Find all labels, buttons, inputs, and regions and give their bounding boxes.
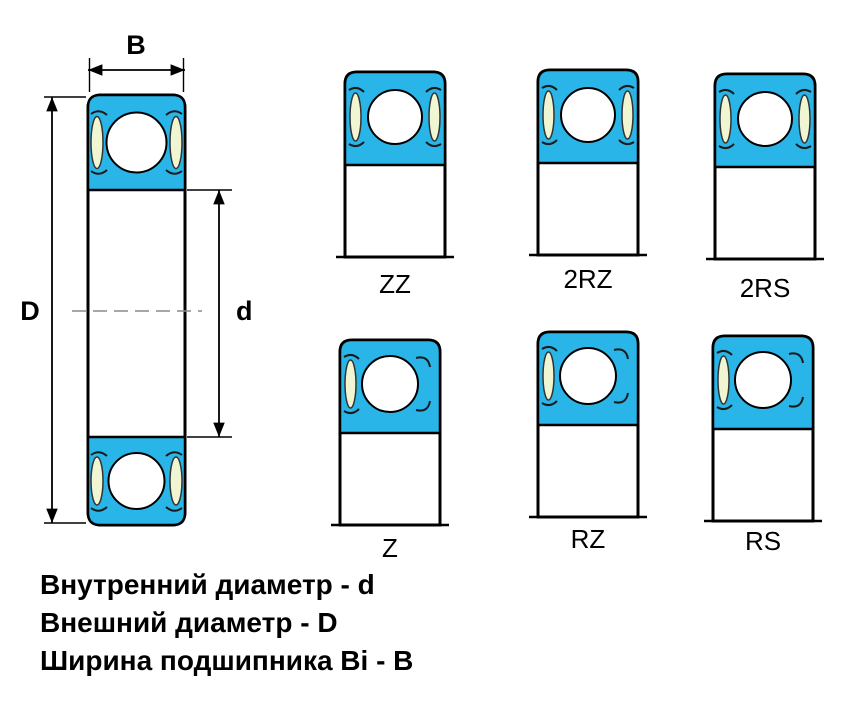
- variant-label-2rs: 2RS: [740, 273, 791, 303]
- dimension-outer-diameter-d: D: [20, 96, 86, 524]
- seal-lip: [90, 169, 108, 175]
- seal-lip: [165, 110, 183, 116]
- seal-lip: [165, 451, 183, 457]
- variant-label-2rz: 2RZ: [563, 264, 612, 294]
- legend-line-inner-diameter: Внутренний диаметр - d: [40, 569, 375, 600]
- dim-label-outer-d: D: [20, 296, 40, 326]
- bearing-figure-rs: RS: [702, 334, 824, 556]
- main-bearing-cross-section: [72, 93, 202, 527]
- bearing-figure-rz: RZ: [527, 330, 649, 554]
- seal-bottom-right: [169, 456, 183, 506]
- seal-lip: [165, 506, 183, 512]
- bearing-ball-bottom: [107, 452, 166, 510]
- dimension-width-b: B: [88, 30, 185, 92]
- seal-lip: [90, 451, 108, 457]
- legend-line-width: Ширина подшипника Bi - B: [40, 645, 413, 676]
- bearing-figure-2rs: 2RS: [704, 72, 826, 303]
- seal-lip: [90, 506, 108, 512]
- bearing-figure-z: Z: [329, 338, 451, 563]
- seal-top-right: [169, 115, 183, 170]
- legend: Внутренний диаметр - d Внешний диаметр -…: [40, 569, 413, 676]
- variant-label-z: Z: [382, 533, 398, 563]
- variant-label-rs: RS: [745, 526, 781, 556]
- dim-label-b: B: [126, 30, 146, 60]
- seal-lip: [90, 110, 108, 116]
- bearing-figure-zz: ZZ: [334, 70, 456, 299]
- seal-bottom-left: [90, 456, 104, 506]
- bearing-figure-2rz: 2RZ: [527, 68, 649, 294]
- variant-label-rz: RZ: [571, 524, 606, 554]
- dimension-inner-diameter-d: d: [187, 189, 253, 438]
- legend-line-outer-diameter: Внешний диаметр - D: [40, 607, 338, 638]
- variant-label-zz: ZZ: [379, 269, 411, 299]
- seal-lip: [165, 169, 183, 175]
- bearing-ball-top: [105, 111, 168, 174]
- seal-top-left: [90, 115, 104, 170]
- dim-label-inner-d: d: [236, 296, 253, 326]
